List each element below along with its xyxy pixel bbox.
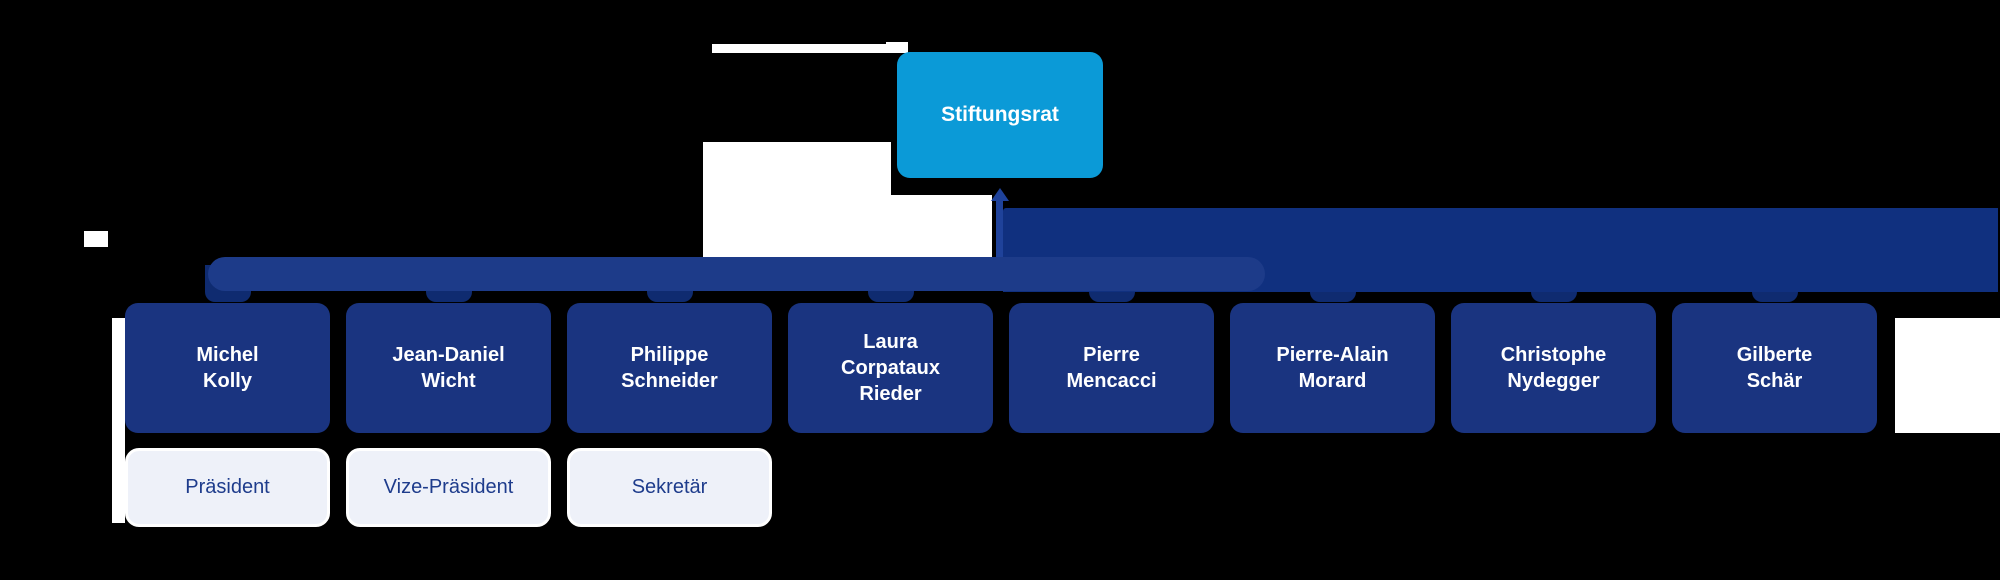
org-node-member: Pierre Mencacci [1009,303,1214,433]
artifact-white-nub-left [84,231,108,247]
role-box: Sekretär [567,448,772,527]
connector-stem [996,200,1003,258]
org-node-root: Stiftungsrat [897,52,1103,178]
org-node-member: Laura Corpataux Rieder [788,303,993,433]
role-box: Präsident [125,448,330,527]
artifact-white-patch-left [703,142,891,258]
artifact-white-strip-left [112,318,125,523]
role-box: Vize-Präsident [346,448,551,527]
org-node-member: Michel Kolly [125,303,330,433]
connector-bar [208,257,1265,291]
org-node-member: Christophe Nydegger [1451,303,1656,433]
org-node-member: Gilberte Schär [1672,303,1877,433]
artifact-white-wedge [886,42,908,53]
org-node-member: Jean-Daniel Wicht [346,303,551,433]
org-node-member: Pierre-Alain Morard [1230,303,1435,433]
artifact-white-patch-under-root [891,195,992,258]
artifact-white-sliver [712,44,890,53]
artifact-white-block-right [1895,318,2000,433]
org-node-member: Philippe Schneider [567,303,772,433]
connector-arrow-icon [991,188,1009,201]
org-node-root-label: Stiftungsrat [941,103,1059,126]
